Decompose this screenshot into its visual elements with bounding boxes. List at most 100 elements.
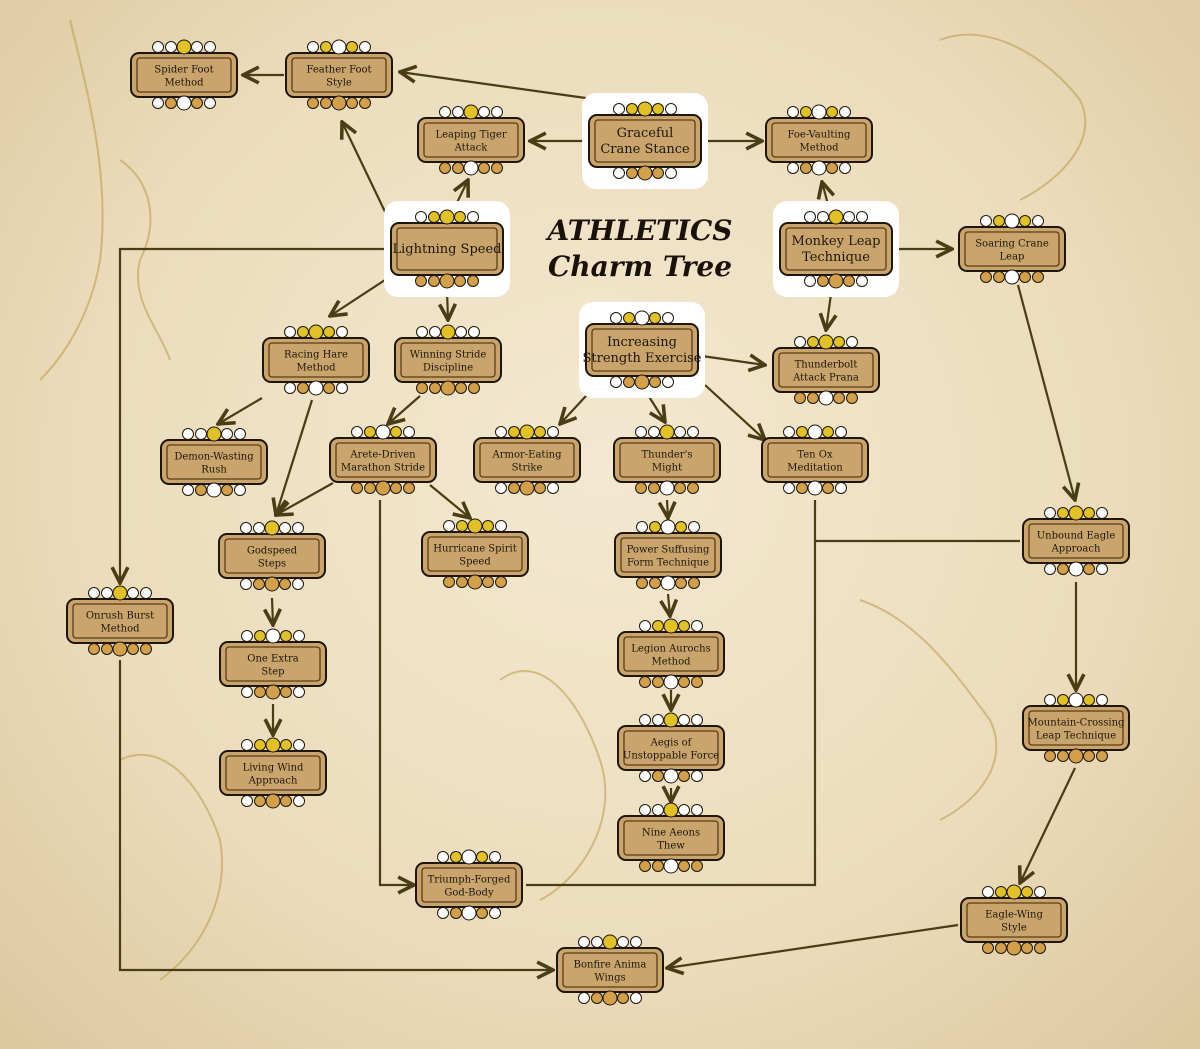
mote-dot-icon bbox=[265, 793, 281, 809]
essence-dot-icon bbox=[637, 101, 653, 117]
essence-dot-icon bbox=[980, 215, 992, 227]
mote-dot-icon bbox=[206, 482, 222, 498]
essence-dot-icon bbox=[665, 103, 677, 115]
essence-dot-icon bbox=[660, 519, 676, 535]
mote-dot-icon bbox=[495, 482, 507, 494]
essence-dot-icon bbox=[807, 336, 819, 348]
charm-box-inner-border bbox=[225, 646, 321, 682]
charm-box-inner-border bbox=[771, 122, 867, 158]
mote-dot-icon bbox=[630, 992, 642, 1004]
mote-dot-icon bbox=[101, 643, 113, 655]
mote-dot-icon bbox=[461, 905, 477, 921]
mote-dot-icon bbox=[195, 484, 207, 496]
mote-dot-icon bbox=[491, 162, 503, 174]
essence-dot-icon bbox=[688, 521, 700, 533]
charm-name: Spider Foot bbox=[154, 65, 213, 76]
charm-box bbox=[585, 323, 699, 377]
mote-dot-icon bbox=[478, 162, 490, 174]
mote-dot-icon bbox=[800, 162, 812, 174]
mote-dot-icon bbox=[674, 482, 686, 494]
essence-dot-icon bbox=[482, 520, 494, 532]
essence-dot-icon bbox=[1006, 884, 1022, 900]
mote-dot-icon bbox=[253, 578, 265, 590]
essence-dot-icon bbox=[1096, 694, 1108, 706]
mote-dot-icon bbox=[508, 482, 520, 494]
charm-name: Style bbox=[326, 78, 352, 89]
charm-name: Aegis of bbox=[650, 738, 693, 749]
essence-dot-icon bbox=[833, 336, 845, 348]
charm-name: Approach bbox=[1051, 544, 1101, 555]
essence-dot-icon bbox=[331, 39, 347, 55]
charm-name: Method bbox=[100, 624, 140, 635]
mote-dot-icon bbox=[846, 392, 858, 404]
essence-dot-icon bbox=[662, 312, 674, 324]
mote-dot-icon bbox=[617, 992, 629, 1004]
mote-dot-icon bbox=[659, 480, 675, 496]
essence-dot-icon bbox=[204, 41, 216, 53]
essence-dot-icon bbox=[455, 326, 467, 338]
essence-dot-icon bbox=[639, 620, 651, 632]
essence-dot-icon bbox=[1019, 215, 1031, 227]
charm-box-inner-border bbox=[166, 444, 262, 480]
essence-dot-icon bbox=[856, 211, 868, 223]
mote-dot-icon bbox=[240, 578, 252, 590]
mote-dot-icon bbox=[439, 273, 455, 289]
mote-dot-icon bbox=[648, 482, 660, 494]
connector-arrow bbox=[218, 397, 263, 424]
essence-dot-icon bbox=[663, 802, 679, 818]
mote-dot-icon bbox=[476, 907, 488, 919]
mote-dot-icon bbox=[833, 392, 845, 404]
charm-box-inner-border bbox=[421, 867, 517, 903]
mote-dot-icon bbox=[1004, 269, 1020, 285]
essence-dot-icon bbox=[817, 211, 829, 223]
mote-dot-icon bbox=[662, 376, 674, 388]
charm-node-lightning[interactable]: Lightning Speed bbox=[384, 201, 510, 297]
mote-dot-icon bbox=[293, 795, 305, 807]
charm-name: Feather Foot bbox=[306, 65, 371, 76]
essence-dot-icon bbox=[375, 424, 391, 440]
essence-dot-icon bbox=[534, 426, 546, 438]
mote-dot-icon bbox=[796, 482, 808, 494]
essence-dot-icon bbox=[450, 851, 462, 863]
mote-dot-icon bbox=[429, 382, 441, 394]
mote-dot-icon bbox=[635, 482, 647, 494]
connector-arrow bbox=[1020, 767, 1076, 883]
mote-dot-icon bbox=[634, 374, 650, 390]
essence-dot-icon bbox=[787, 106, 799, 118]
mote-dot-icon bbox=[1096, 750, 1108, 762]
mote-dot-icon bbox=[165, 97, 177, 109]
mote-dot-icon bbox=[663, 768, 679, 784]
essence-dot-icon bbox=[452, 106, 464, 118]
